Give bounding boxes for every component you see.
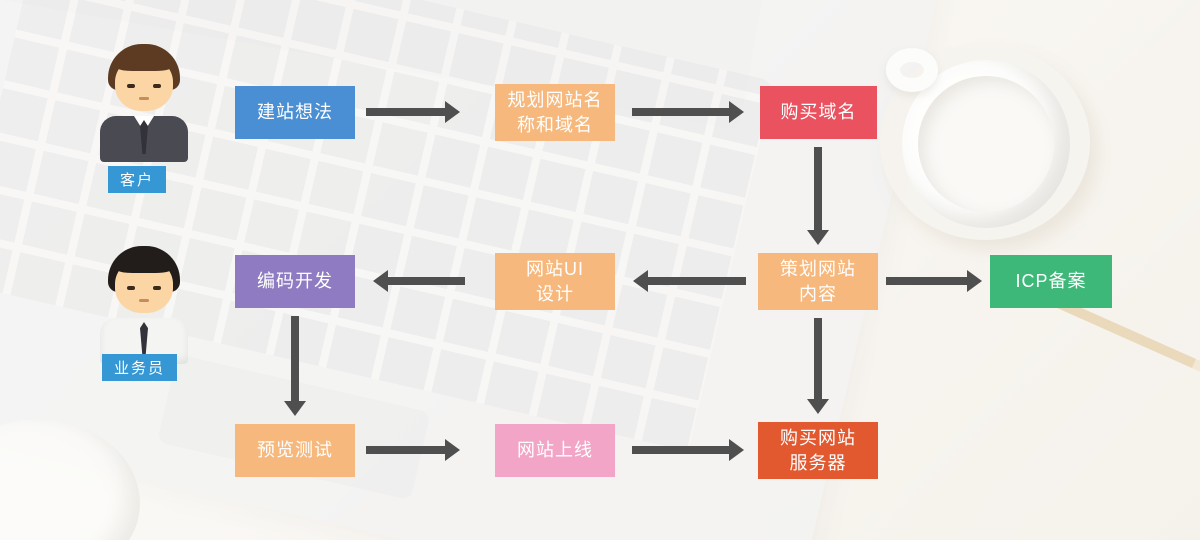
avatar-mouth: [139, 97, 149, 100]
coffee-cup-handle: [886, 48, 938, 92]
node-build-idea: 建站想法: [235, 86, 355, 139]
avatar-tie: [140, 120, 148, 154]
node-plan-website-content: 策划网站 内容: [758, 253, 878, 310]
avatar-eye: [153, 286, 161, 290]
avatar-eye: [127, 84, 135, 88]
salesperson-role-badge: 业务员: [102, 354, 178, 381]
arrow-launch-to-buy-server: [632, 439, 744, 461]
node-coding-development: 编码开发: [235, 255, 355, 308]
avatar-eye: [127, 286, 135, 290]
avatar-suit-body: [100, 116, 188, 162]
customer-role-badge: 客户: [108, 166, 167, 193]
arrow-plan-content-to-ui-design: [633, 270, 746, 292]
arrow-idea-to-plan-name: [366, 101, 460, 123]
node-buy-domain: 购买域名: [760, 86, 877, 139]
node-website-launch: 网站上线: [495, 424, 615, 477]
arrow-coding-to-preview: [284, 316, 306, 416]
customer-avatar: [96, 44, 192, 162]
avatar-face: [115, 257, 173, 313]
arrow-plan-content-to-icp: [886, 270, 982, 292]
coffee-cup: [886, 48, 1070, 228]
node-icp-filing: ICP备案: [990, 255, 1112, 308]
avatar-face: [115, 55, 173, 111]
node-buy-web-server: 购买网站 服务器: [758, 422, 878, 479]
node-preview-testing: 预览测试: [235, 424, 355, 477]
arrow-ui-design-to-coding: [373, 270, 465, 292]
avatar-eye: [153, 84, 161, 88]
avatar-fringe: [115, 55, 173, 71]
avatar-mouth: [139, 299, 149, 302]
avatar-fringe: [115, 257, 173, 273]
node-website-ui-design: 网站UI 设计: [495, 253, 615, 310]
node-plan-site-name-domain: 规划网站名 称和域名: [495, 84, 615, 141]
arrow-preview-to-launch: [366, 439, 460, 461]
arrow-buy-domain-to-plan-content: [807, 147, 829, 245]
avatar-tie: [140, 322, 148, 356]
coffee-cup-inner: [918, 76, 1054, 212]
arrow-plan-content-to-buy-server: [807, 318, 829, 414]
arrow-plan-name-to-buy-domain: [632, 101, 744, 123]
salesperson-avatar: [96, 246, 192, 364]
